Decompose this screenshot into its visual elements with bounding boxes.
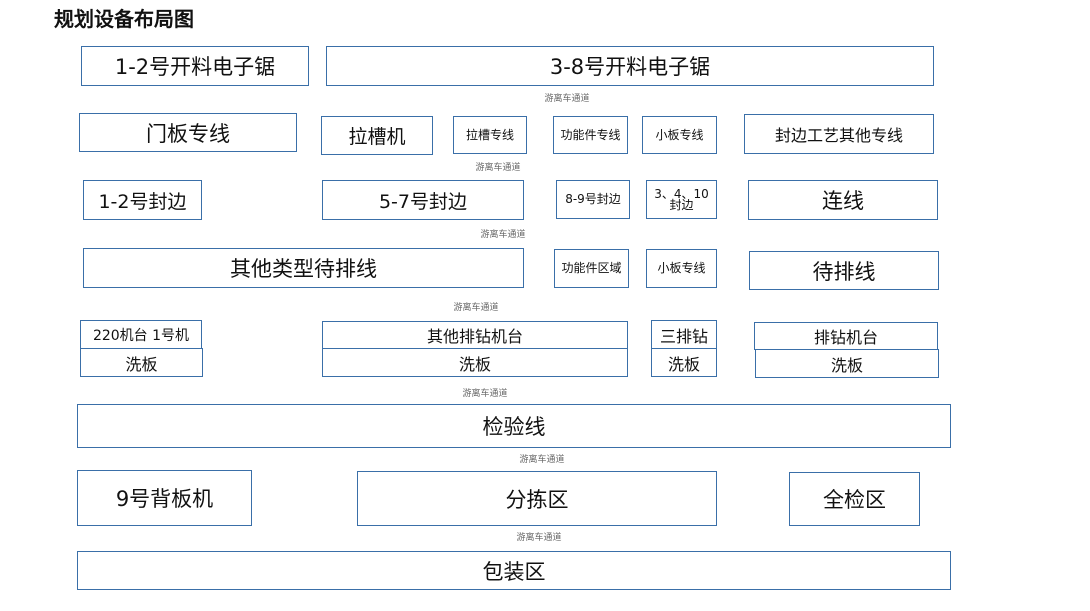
saw-3-8-box: 3-8号开料电子锯	[326, 46, 934, 86]
passage-label: 游离车通道	[480, 230, 526, 240]
passage-label: 游离车通道	[544, 94, 590, 104]
passage-label: 游离车通道	[519, 455, 565, 465]
other-queue-line-box: 其他类型待排线	[83, 248, 524, 288]
saw-1-2-box: 1-2号开料电子锯	[81, 46, 309, 86]
functional-parts-line-box: 功能件专线	[553, 116, 628, 154]
full-inspection-area-box: 全检区	[789, 472, 920, 526]
passage-label: 游离车通道	[516, 533, 562, 543]
door-panel-line-box: 门板专线	[79, 113, 297, 152]
wash-box-1: 洗板	[80, 348, 203, 377]
queue-line-box: 待排线	[749, 251, 939, 290]
edge-3-4-10-box: 3、4、10封边	[646, 180, 717, 219]
sorting-area-box: 分拣区	[357, 471, 717, 526]
diagram-title: 规划设备布局图	[54, 7, 194, 31]
edge-other-line-box: 封边工艺其他专线	[744, 114, 934, 154]
link-line-box: 连线	[748, 180, 938, 220]
edge-5-7-box: 5-7号封边	[322, 180, 524, 220]
passage-label: 游离车通道	[475, 163, 521, 173]
triple-drill-box: 三排钻	[651, 320, 717, 349]
wash-box-2: 洗板	[322, 348, 628, 377]
functional-area-box: 功能件区域	[554, 249, 629, 288]
drill-220-box: 220机台 1号机	[80, 320, 202, 349]
passage-label: 游离车通道	[462, 389, 508, 399]
back-panel-9-box: 9号背板机	[77, 470, 252, 526]
edge-8-9-box: 8-9号封边	[556, 180, 630, 219]
small-panel-line-box-2: 小板专线	[646, 249, 717, 288]
edge-1-2-box: 1-2号封边	[83, 180, 202, 220]
packing-area-box: 包装区	[77, 551, 951, 590]
slotting-line-box: 拉槽专线	[453, 116, 527, 154]
passage-label: 游离车通道	[453, 303, 499, 313]
drill-station-box: 排钻机台	[754, 322, 938, 350]
wash-box-4: 洗板	[755, 349, 939, 378]
inspection-line-box: 检验线	[77, 404, 951, 448]
wash-box-3: 洗板	[651, 348, 717, 377]
small-panel-line-box: 小板专线	[642, 116, 717, 154]
other-drill-box: 其他排钻机台	[322, 321, 628, 349]
slotting-machine-box: 拉槽机	[321, 116, 433, 155]
